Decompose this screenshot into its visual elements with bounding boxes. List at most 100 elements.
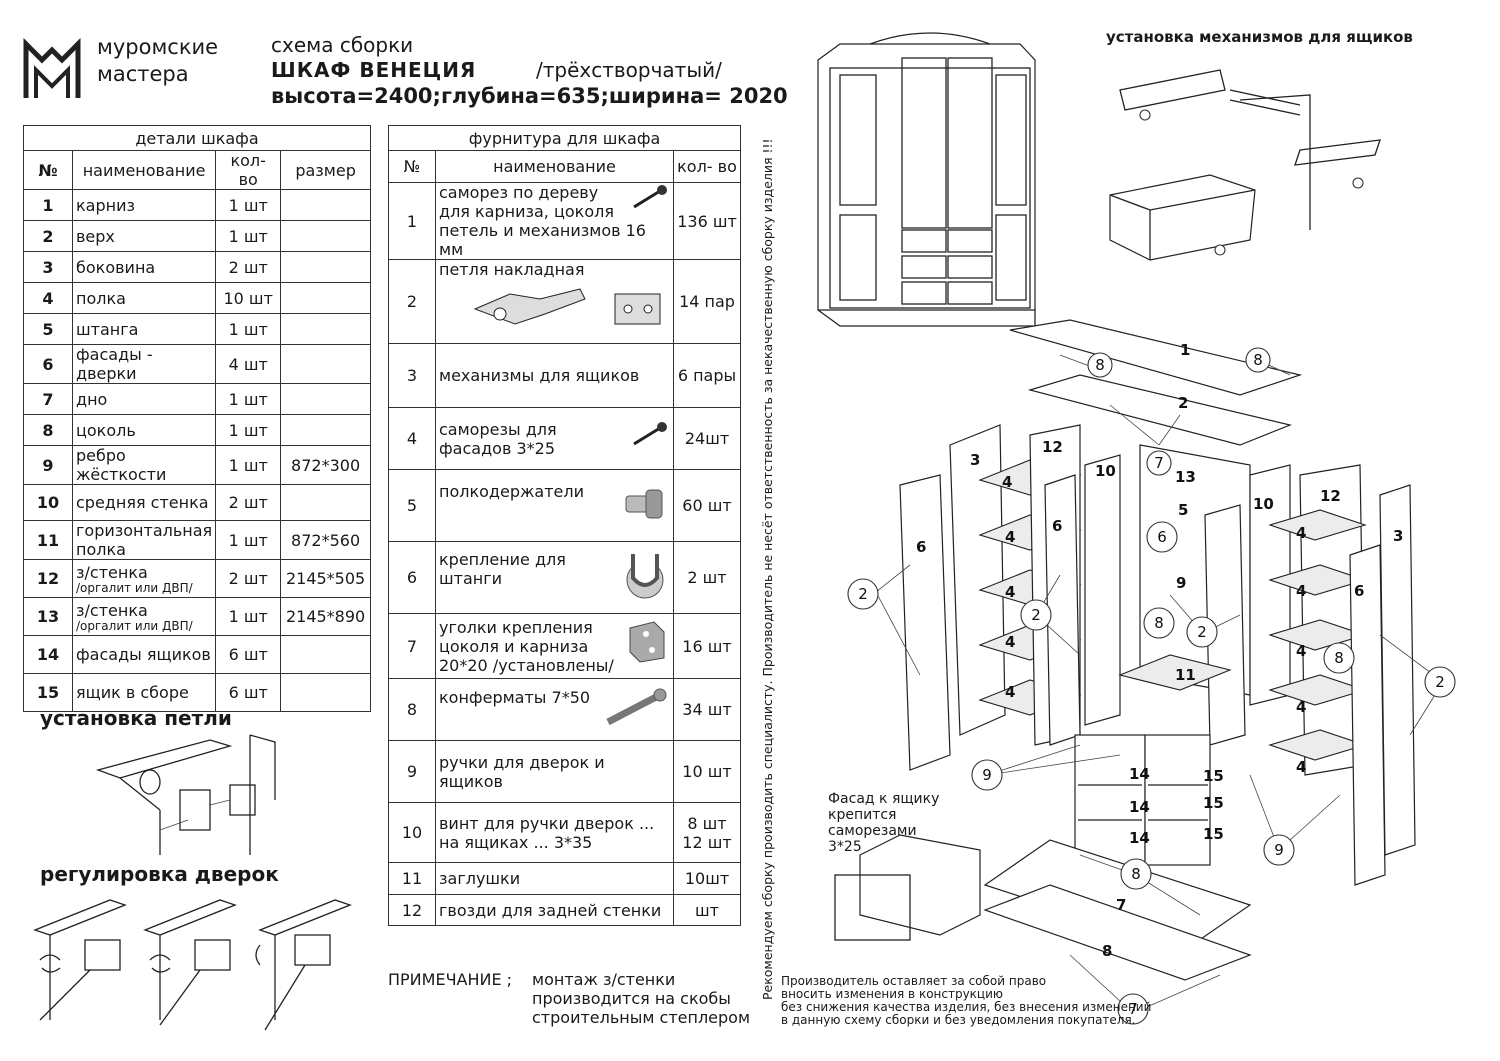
part-qty: 1 шт — [215, 597, 282, 636]
part-label-4c: 4 — [1005, 583, 1015, 601]
part-label-3b: 3 — [1393, 527, 1403, 545]
hardware-number: 4 — [388, 407, 436, 470]
part-label-14b: 14 — [1129, 798, 1150, 816]
part-size — [280, 673, 371, 712]
col-number: № — [388, 150, 436, 183]
door-adjust-drawing — [33, 899, 352, 1031]
hinge-icon — [470, 279, 670, 343]
hardware-table: фурнитура для шкафа № наименование кол- … — [388, 125, 741, 926]
disclaimer-line3: без снижения качества изделия, без внесе… — [781, 1000, 1152, 1014]
part-name-text: средняя стенка — [76, 493, 209, 512]
callout-2c: 2 — [1197, 623, 1207, 641]
drawer-front-note-line3: саморезами — [828, 823, 917, 839]
part-qty: 1 шт — [215, 313, 282, 345]
callout-2b: 2 — [1031, 606, 1041, 624]
hinge-install-drawing — [95, 734, 276, 855]
part-number: 15 — [23, 673, 73, 712]
hardware-number: 9 — [388, 740, 436, 803]
callout-7b: 7 — [1128, 1000, 1138, 1018]
part-name: фасады - дверки — [71, 344, 217, 384]
part-qty: 1 шт — [215, 414, 282, 446]
part-label-4f: 4 — [1296, 524, 1306, 542]
part-number: 1 — [23, 189, 73, 221]
drawer-front-note-line4: 3*25 — [828, 839, 862, 855]
hardware-name-text: петля накладная — [439, 260, 585, 279]
hardware-qty: 24шт — [673, 407, 741, 470]
part-qty: 10 шт — [215, 282, 282, 314]
brand-line2: мастера — [97, 62, 189, 86]
part-name: цоколь — [71, 414, 217, 446]
part-label-4d: 4 — [1005, 633, 1015, 651]
part-label-8: 8 — [1102, 942, 1112, 960]
exploded-assembly-drawing: 8 8 7 6 2 2 8 2 8 2 9 9 8 7 1 2 3 3 4 4 … — [834, 319, 1456, 1025]
part-number: 13 — [23, 597, 73, 636]
hardware-qty: 2 шт — [673, 541, 741, 614]
callout-8c: 8 — [1154, 614, 1164, 632]
part-name-text: фасады - дверки — [76, 345, 153, 383]
hardware-name-text: винт для ручки дверок ... на ящиках ... … — [439, 813, 655, 852]
col-size: размер — [280, 150, 371, 190]
part-size — [280, 220, 371, 252]
hardware-name-text: саморез по дереву для карниза, цоколя пе… — [439, 183, 646, 259]
note-line2: производится на скобы — [532, 989, 731, 1008]
part-number: 12 — [23, 559, 73, 598]
part-name-text: ребро жёсткости — [76, 446, 167, 484]
part-name: ящик в сборе — [71, 673, 217, 712]
part-name: дно — [71, 383, 217, 415]
part-number: 10 — [23, 484, 73, 521]
hardware-number: 2 — [388, 259, 436, 344]
part-label-3a: 3 — [970, 451, 980, 469]
scheme-title: схема сборки — [271, 33, 414, 57]
part-label-4g: 4 — [1296, 582, 1306, 600]
drawer-front-note-line1: Фасад к ящику — [828, 791, 940, 807]
part-qty: 2 шт — [215, 484, 282, 521]
hardware-name-text: конферматы 7*50 — [439, 687, 591, 707]
part-number: 11 — [23, 520, 73, 560]
vertical-recommendation: Рекомендуем сборку производить специалис… — [760, 138, 775, 1000]
part-name-text: верх — [76, 226, 115, 246]
part-label-11: 11 — [1175, 666, 1196, 684]
drawer-front-note: Фасад к ящику крепится саморезами 3*25 — [828, 791, 939, 855]
part-name: з/стенка/оргалит или ДВП/ — [71, 597, 217, 636]
screw-icon — [630, 420, 670, 452]
part-name-text: з/стенка — [76, 601, 148, 620]
part-number: 6 — [23, 344, 73, 384]
part-label-15c: 15 — [1203, 825, 1224, 843]
callout-2d: 2 — [1435, 673, 1445, 691]
part-name-sub: /оргалит или ДВП/ — [76, 619, 193, 633]
part-size — [280, 414, 371, 446]
hardware-name: гвозди для задней стенки — [435, 894, 674, 926]
part-name-text: боковина — [76, 257, 156, 277]
hardware-name-text: уголки крепления цоколя и карниза 20*20 … — [439, 617, 614, 675]
hinge-install-title: установка петли — [40, 706, 232, 730]
hardware-number: 10 — [388, 802, 436, 863]
hardware-name-text: заглушки — [439, 869, 521, 888]
product-name: ШКАФ ВЕНЕЦИЯ — [271, 58, 477, 82]
hardware-number: 3 — [388, 343, 436, 408]
part-name: карниз — [71, 189, 217, 221]
callout-8b: 8 — [1253, 351, 1263, 369]
part-label-4j: 4 — [1296, 758, 1306, 776]
hardware-name: конферматы 7*50 — [435, 678, 674, 741]
callout-8a: 8 — [1095, 356, 1105, 374]
brand-logo — [23, 38, 81, 98]
part-name: верх — [71, 220, 217, 252]
callout-8e: 8 — [1131, 865, 1141, 883]
part-name: ребро жёсткости — [71, 445, 217, 485]
hardware-name: саморез по дереву для карниза, цоколя пе… — [435, 182, 674, 260]
hardware-qty: 10шт — [673, 862, 741, 895]
callout-8d: 8 — [1334, 649, 1344, 667]
callout-6: 6 — [1157, 528, 1167, 546]
product-dimensions: высота=2400;глубина=635;ширина= 2020 — [271, 84, 788, 108]
